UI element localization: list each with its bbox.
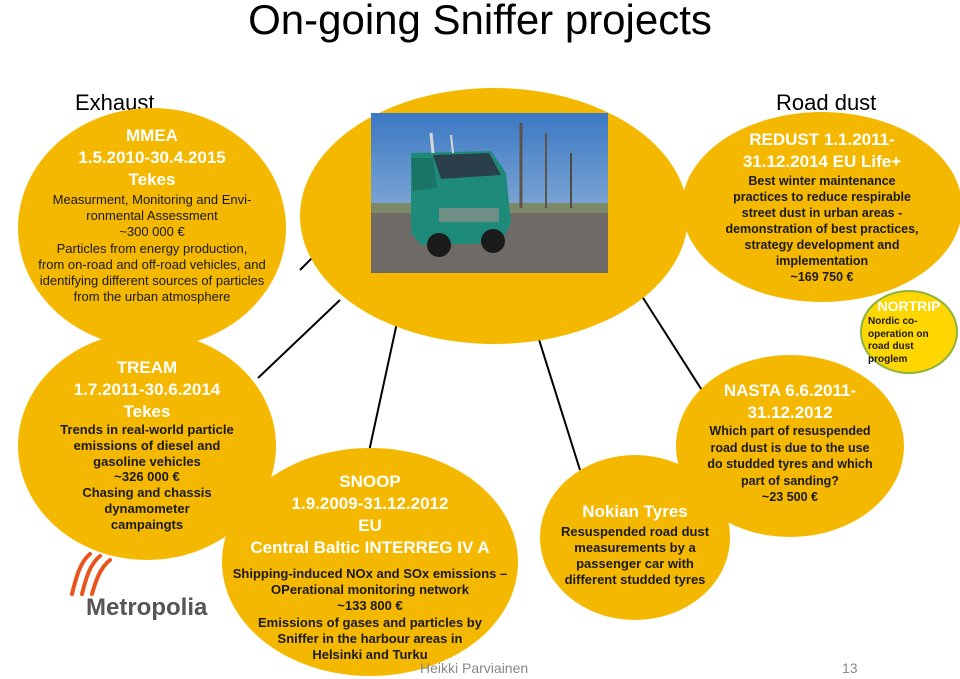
project-snoop-line: Shipping-induced NOx and SOx emissions – — [232, 566, 508, 581]
project-ellipse-nasta — [676, 355, 904, 537]
project-ellipse-snoop — [222, 448, 518, 676]
project-redust-line: practices to reduce respirable — [733, 190, 911, 204]
project-nortrip-line: operation on — [868, 328, 929, 340]
project-snoop-name: SNOOP — [339, 472, 401, 491]
project-snoop-dates: 1.9.2009-31.12.2012 — [291, 494, 449, 513]
metropolia-logo: Metropolia — [68, 548, 218, 628]
footer-author: Heikki Parviainen — [420, 660, 529, 676]
project-nortrip-line: Nordic co- — [868, 316, 918, 327]
project-nokian-line: Resuspended road dust — [560, 524, 710, 539]
project-tream-line: gasoline vehicles — [93, 453, 201, 469]
project-redust-line: Best winter maintenance — [748, 174, 896, 188]
project-nasta-line: do studded tyres and which — [707, 457, 873, 471]
project-redust-header: REDUST 1.1.2011- 31.12.2014 EU Life+ — [682, 129, 960, 173]
project-snoop-line: Sniffer in the harbour areas in — [277, 630, 463, 646]
page-number: 13 — [842, 660, 858, 676]
project-redust-line: strategy development and — [744, 238, 900, 252]
project-redust-line: street dust in urban areas - — [741, 206, 903, 220]
project-ellipse-redust — [682, 112, 960, 302]
project-nasta-description: Which part of resuspended road dust is d… — [676, 423, 904, 506]
connector-line-tream — [257, 299, 341, 379]
project-redust-budget: ~169 750 € — [790, 270, 854, 284]
project-tream-line: dynamometer — [104, 500, 190, 516]
project-nokian-line: measurements by a — [574, 540, 696, 555]
project-snoop-funder: EU — [358, 516, 382, 535]
van-image-icon — [371, 113, 608, 273]
project-mmea-funder: Tekes — [128, 170, 176, 189]
project-tream-line: campaingts — [110, 516, 184, 532]
project-tream-dates: 1.7.2011-30.6.2014 — [73, 380, 221, 399]
project-snoop-budget: ~133 800 € — [337, 598, 403, 614]
project-nasta-header: NASTA 6.6.2011- 31.12.2012 — [676, 380, 904, 424]
project-nasta-line: road dust is due to the use — [710, 440, 870, 455]
project-redust-line: demonstration of best practices, — [725, 222, 919, 236]
project-nokian-description: Resuspended road dust measurements by a … — [540, 524, 730, 588]
project-redust-dates-funder: 31.12.2014 EU Life+ — [742, 152, 902, 171]
project-redust-name-dates: REDUST 1.1.2011- — [749, 130, 895, 149]
project-mmea-line: from the urban atmosphere — [73, 289, 231, 305]
project-tream-line: Chasing and chassis — [82, 485, 212, 501]
project-mmea-dates: 1.5.2010-30.4.2015 — [78, 148, 226, 167]
project-nokian-line: different studded tyres — [564, 572, 706, 587]
project-tream-description: Trends in real-world particle emissions … — [20, 422, 274, 533]
project-snoop-line: OPerational monitoring network — [271, 582, 469, 598]
project-mmea-budget: ~300 000 € — [119, 224, 185, 240]
connector-line-snoop — [364, 317, 399, 471]
metropolia-logo-icon — [70, 552, 112, 596]
project-mmea-line: Measurment, Monitoring and Envi- — [52, 192, 252, 207]
project-ellipse-mmea — [18, 108, 286, 348]
project-nasta-line: Which part of resuspended — [709, 424, 871, 438]
project-nasta-name-dates: NASTA 6.6.2011- — [723, 381, 857, 400]
project-snoop-header: SNOOP 1.9.2009-31.12.2012 EU Central Bal… — [222, 471, 518, 559]
project-nokian-name: Nokian Tyres — [582, 502, 688, 521]
project-snoop-programme: Central Baltic INTERREG IV A — [250, 538, 490, 557]
connector-line-nasta — [637, 289, 706, 396]
project-nokian-line: passenger car with — [576, 556, 694, 571]
project-nasta-line: part of sanding? — [741, 473, 839, 488]
project-nasta-end-date: 31.12.2012 — [747, 403, 833, 422]
project-mmea-description: Measurment, Monitoring and Envi- ronment… — [10, 192, 294, 305]
sniffer-van-photo — [371, 113, 608, 273]
project-nortrip-line: road dust — [868, 341, 914, 352]
project-snoop-line: Emissions of gases and particles by — [258, 614, 482, 630]
project-mmea-header: MMEA 1.5.2010-30.4.2015 Tekes — [20, 125, 284, 191]
project-nortrip-line: proglem — [868, 353, 908, 365]
project-tream-header: TREAM 1.7.2011-30.6.2014 Tekes — [20, 357, 274, 423]
project-tream-line: emissions of diesel and — [73, 437, 221, 453]
slide-title: On-going Sniffer projects — [248, 0, 712, 43]
project-nortrip-description: Nordic co- operation on road dust progle… — [868, 316, 954, 366]
project-redust-line: implementation — [775, 254, 869, 268]
project-mmea-line: Particles from energy production, — [56, 240, 248, 256]
project-tream-name: TREAM — [116, 358, 178, 377]
connector-line-nokian — [535, 329, 581, 471]
project-mmea-line: identifying different sources of particl… — [39, 273, 265, 289]
project-snoop-description: Shipping-induced NOx and SOx emissions –… — [222, 566, 518, 663]
project-tream-line: Trends in real-world particle — [60, 422, 234, 437]
project-ellipse-nortrip — [860, 290, 958, 374]
project-redust-description: Best winter maintenance practices to red… — [682, 173, 960, 285]
project-mmea-name: MMEA — [126, 126, 178, 145]
project-nasta-budget: ~23 500 € — [762, 490, 818, 504]
project-tream-funder: Tekes — [123, 402, 171, 421]
project-mmea-line: from on-road and off-road vehicles, and — [38, 256, 266, 272]
project-tream-budget: ~326 000 € — [114, 469, 180, 485]
metropolia-logo-text: Metropolia — [86, 594, 208, 621]
project-nortrip-name: NORTRIP — [877, 298, 941, 314]
section-label-road-dust: Road dust — [776, 90, 877, 115]
project-snoop-line: Helsinki and Turku — [312, 647, 428, 663]
project-mmea-line: ronmental Assessment — [86, 208, 218, 224]
